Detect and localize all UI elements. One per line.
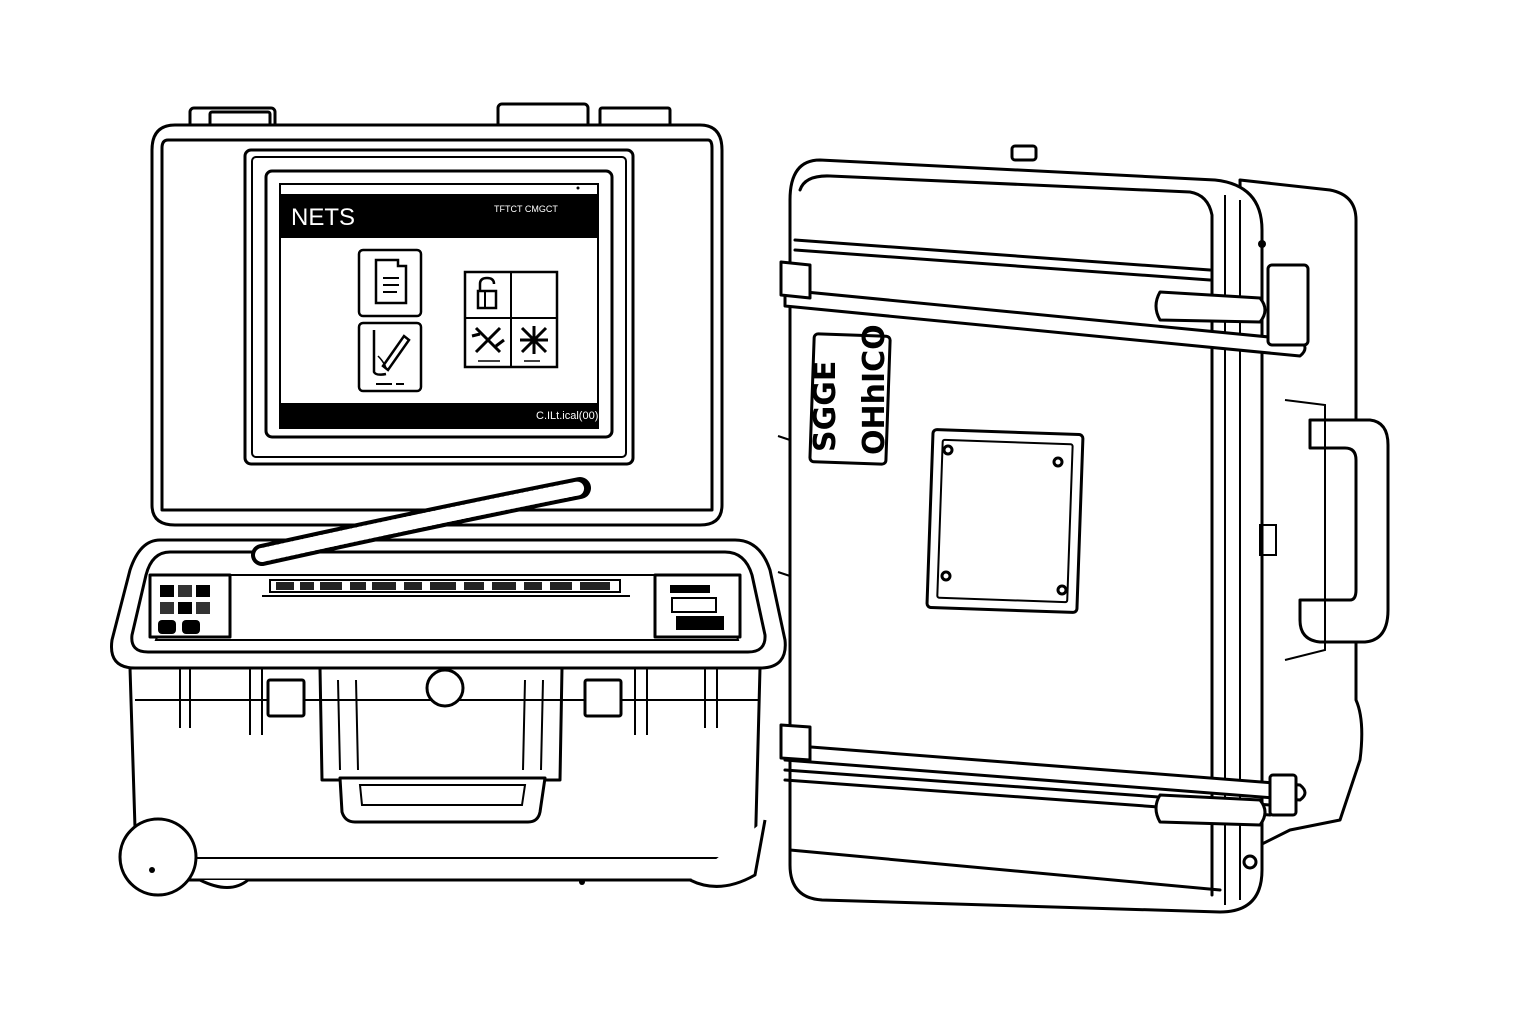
device-screen: NETS TFTCT CMGCT C.ILt.ical(00) — [279, 183, 599, 429]
tile-document[interactable] — [357, 248, 423, 318]
tile-tools-2[interactable] — [520, 326, 548, 362]
pen-signature-icon — [372, 330, 411, 385]
closed-case: SGGE OHhICO — [777, 144, 1390, 914]
label-line1: SGGE — [808, 361, 843, 452]
label-line2: OHhICO — [857, 324, 892, 455]
screen-header-text: TFTCT CMGCT — [494, 204, 558, 214]
wheel-left — [118, 817, 198, 897]
screen-header-bar — [280, 194, 598, 238]
right-connector-panel — [670, 585, 724, 630]
tools-icon — [520, 326, 548, 362]
lock-icon — [476, 276, 498, 310]
document-icon — [374, 258, 408, 305]
front-handle — [338, 776, 547, 824]
screen-footer-bar — [280, 403, 598, 428]
screen-title: NETS — [291, 204, 355, 231]
tools-icon — [471, 326, 505, 362]
open-case-base — [109, 477, 787, 897]
tile-signature[interactable] — [357, 321, 423, 393]
tile-lock[interactable] — [476, 276, 498, 310]
lock-ring — [425, 668, 465, 708]
side-handle — [1298, 418, 1390, 644]
mounting-plate — [925, 428, 1085, 614]
case-label: SGGE OHhICO — [808, 324, 892, 466]
left-connector-panel — [158, 585, 210, 634]
tile-tools-1[interactable] — [471, 326, 505, 362]
screen-footer-text: C.ILt.ical(00) — [536, 410, 598, 422]
